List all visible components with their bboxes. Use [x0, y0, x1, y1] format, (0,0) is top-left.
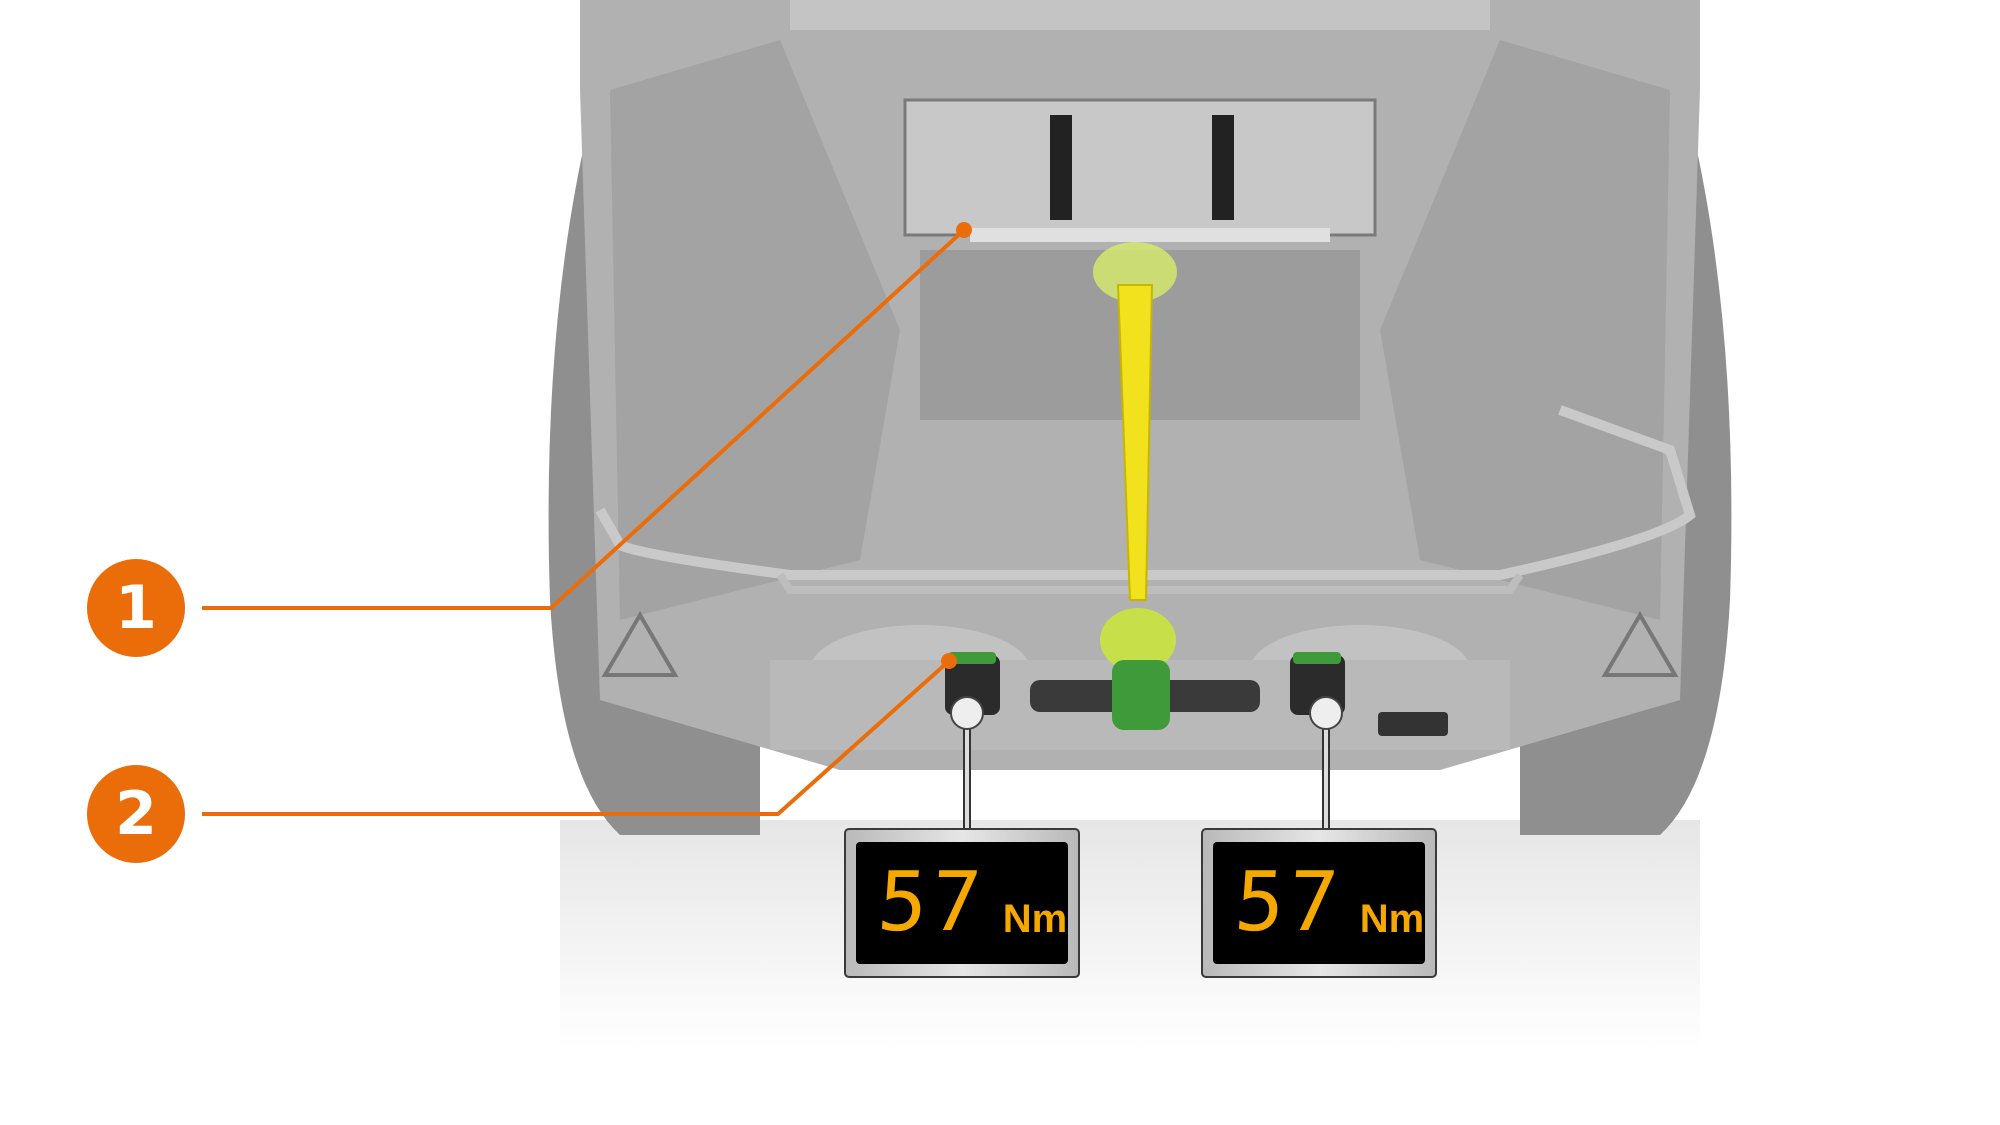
shaft-coupling-bottom [1100, 608, 1176, 672]
torque-display-left: 57 Nm [844, 828, 1080, 978]
drive-shaft [1116, 284, 1154, 601]
callout-line-2 [202, 659, 951, 816]
callout-line-1 [202, 228, 966, 610]
right-fender [1380, 40, 1670, 620]
callout-point-2 [941, 653, 957, 669]
hopper-top [790, 0, 1490, 30]
agitator-frame [903, 98, 1377, 237]
left-fender [610, 40, 900, 620]
torque-unit: Nm [1359, 897, 1425, 941]
actuator-right [1212, 115, 1234, 220]
guard-bar-lower [776, 572, 1524, 594]
warning-triangle-right [1601, 611, 1679, 677]
torque-value: 57 [1231, 855, 1346, 950]
display-screen: 57 Nm [856, 842, 1068, 964]
floor-shadow [560, 820, 1700, 1050]
sensor-cap-left [948, 652, 996, 664]
callout-point-1 [956, 222, 972, 238]
sensor-point-right [1309, 696, 1343, 730]
warning-triangle-left [601, 611, 679, 677]
callout-marker-2: 2 [87, 765, 185, 863]
sensor-point-left [950, 696, 984, 730]
torque-unit: Nm [1002, 897, 1068, 941]
torque-display-right: 57 Nm [1201, 828, 1437, 978]
callout-number: 2 [115, 779, 157, 849]
crossbar [970, 228, 1330, 242]
actuator-left [1050, 115, 1072, 220]
sensor-cap-right [1293, 652, 1341, 664]
torque-value: 57 [874, 855, 989, 950]
callout-marker-1: 1 [87, 559, 185, 657]
control-box [1378, 712, 1448, 736]
shaft-coupling-top [1093, 242, 1177, 302]
callout-number: 1 [115, 573, 157, 643]
gearbox [1112, 660, 1170, 730]
guard-bar [595, 405, 1696, 580]
display-screen: 57 Nm [1213, 842, 1425, 964]
